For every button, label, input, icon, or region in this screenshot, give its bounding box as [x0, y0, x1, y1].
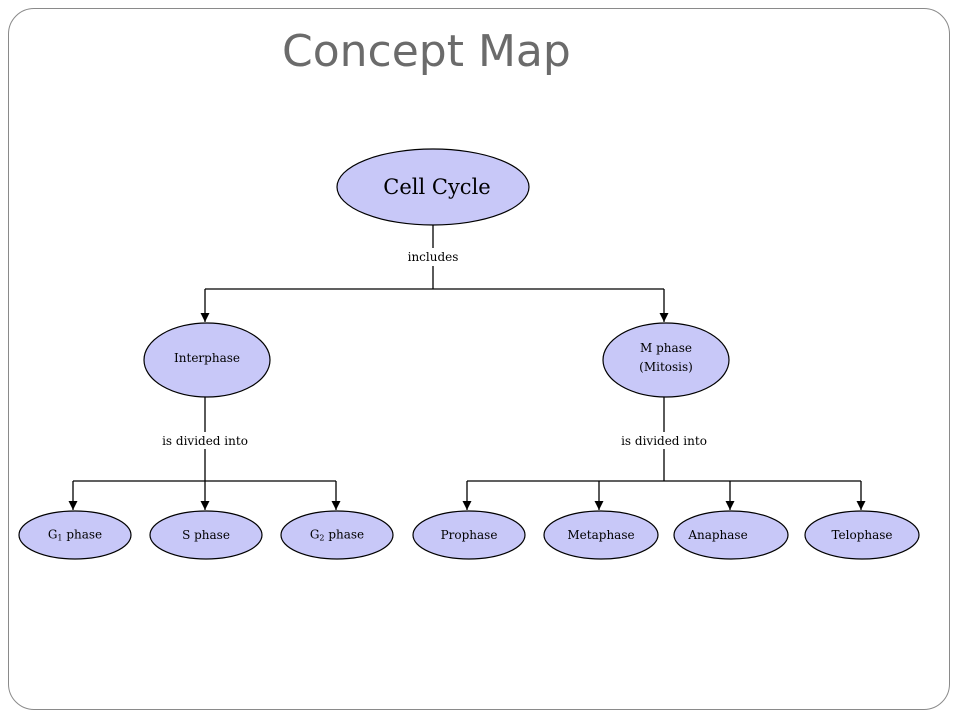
mphase-line-1: M phase: [640, 340, 692, 355]
node-cell-cycle: [336, 148, 530, 226]
node-interphase: [143, 322, 271, 398]
node-prophase: [412, 510, 526, 560]
node-label-s-phase: S phase: [182, 528, 230, 542]
slide-title: Concept Map: [282, 26, 571, 77]
node-metaphase: [543, 510, 659, 560]
node-label-prophase: Prophase: [440, 528, 498, 542]
node-label-g2-phase: G2 phase: [309, 527, 365, 543]
node-label-metaphase: Metaphase: [567, 528, 635, 542]
node-label-interphase: Interphase: [174, 351, 240, 365]
link-label-includes: includes: [407, 250, 459, 264]
node-label-anaphase: Anaphase: [688, 528, 748, 542]
node-label-g1-phase: G1 phase: [47, 527, 103, 543]
node-g1-phase: [18, 510, 132, 560]
node-s-phase: [149, 510, 263, 560]
node-mphase: [602, 322, 730, 398]
mphase-line-2: (Mitosis): [639, 360, 693, 374]
node-label-telophase: Telophase: [831, 528, 893, 542]
link-label-interphase-divided: is divided into: [162, 434, 248, 448]
node-telophase: [804, 510, 920, 560]
link-label-mphase-divided: is divided into: [621, 434, 707, 448]
node-label-cell-cycle: Cell Cycle: [383, 175, 491, 199]
node-label-mphase: M phase (Mitosis): [639, 339, 693, 377]
node-anaphase: [673, 510, 789, 560]
node-g2-phase: [280, 510, 394, 560]
